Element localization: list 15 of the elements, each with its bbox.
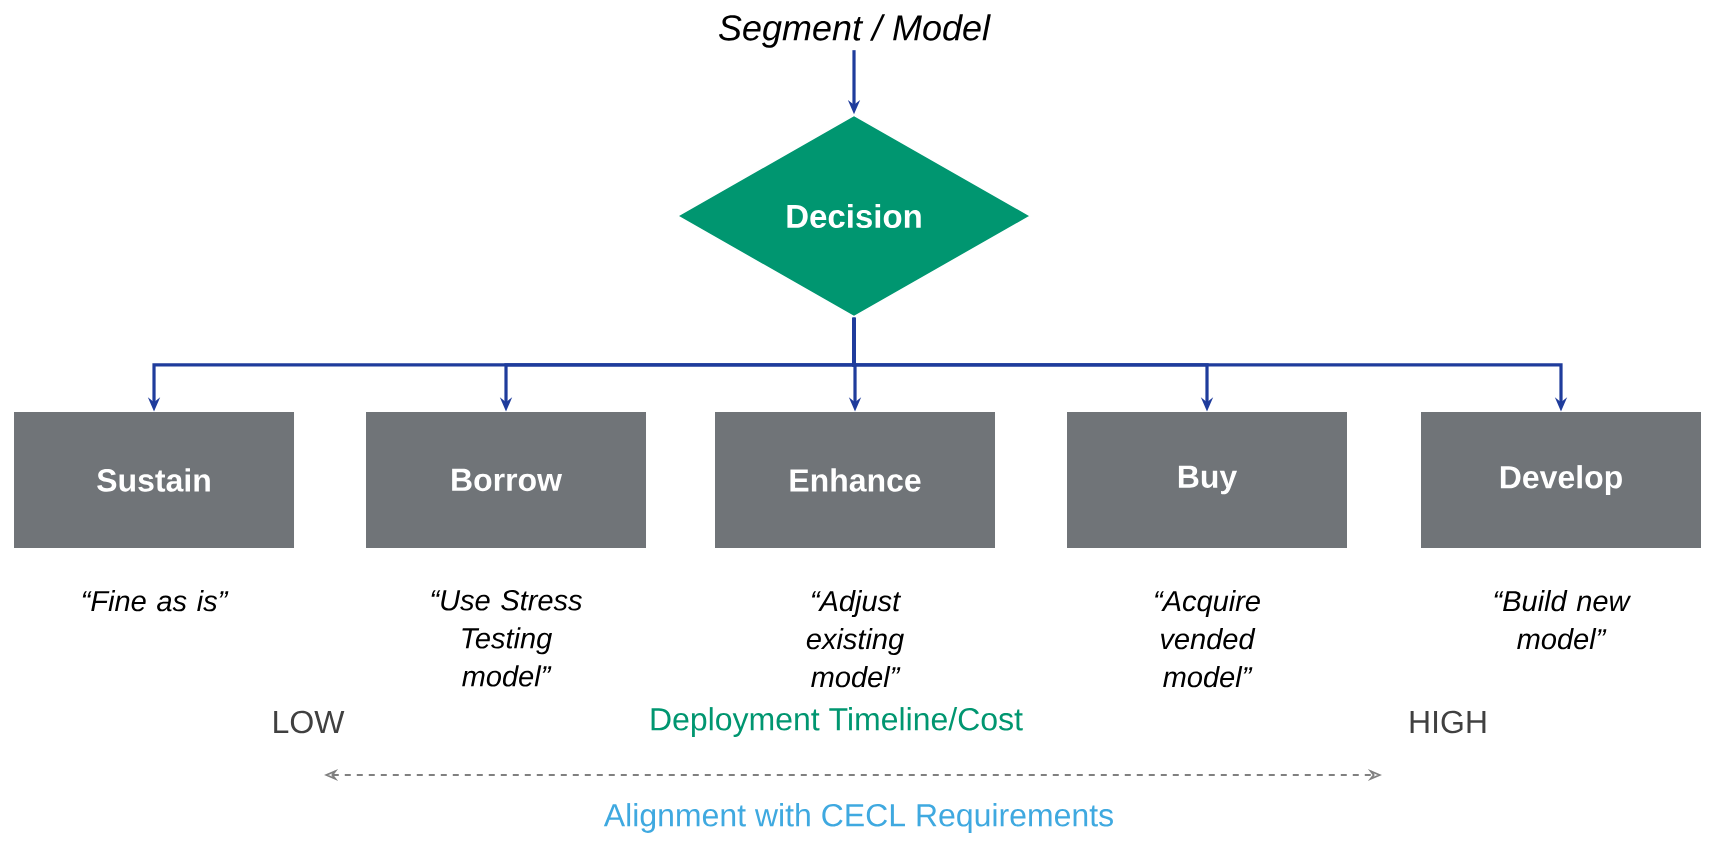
process-box: Sustain xyxy=(14,412,294,548)
quote-caption: “Build new model” xyxy=(1494,590,1632,650)
quote-caption: “Fine as is” xyxy=(82,590,229,612)
process-box: Borrow xyxy=(366,412,646,548)
heading-text: Segment / Model xyxy=(718,14,991,48)
quote-caption: “Adjust existing model” xyxy=(806,590,904,688)
scale-label: LOW xyxy=(274,710,345,734)
quote-caption: “Use Stress Testing model” xyxy=(431,590,582,687)
process-box: Develop xyxy=(1421,412,1701,548)
axis-label: Alignment with CECL Requirements xyxy=(603,803,1113,833)
axis-label: Deployment Timeline/Cost xyxy=(651,707,1023,737)
process-box: Buy xyxy=(1067,412,1347,548)
process-box: Enhance xyxy=(715,412,995,548)
quote-caption: “Acquire vended model” xyxy=(1155,590,1260,688)
scale-label: HIGH xyxy=(1410,710,1486,734)
